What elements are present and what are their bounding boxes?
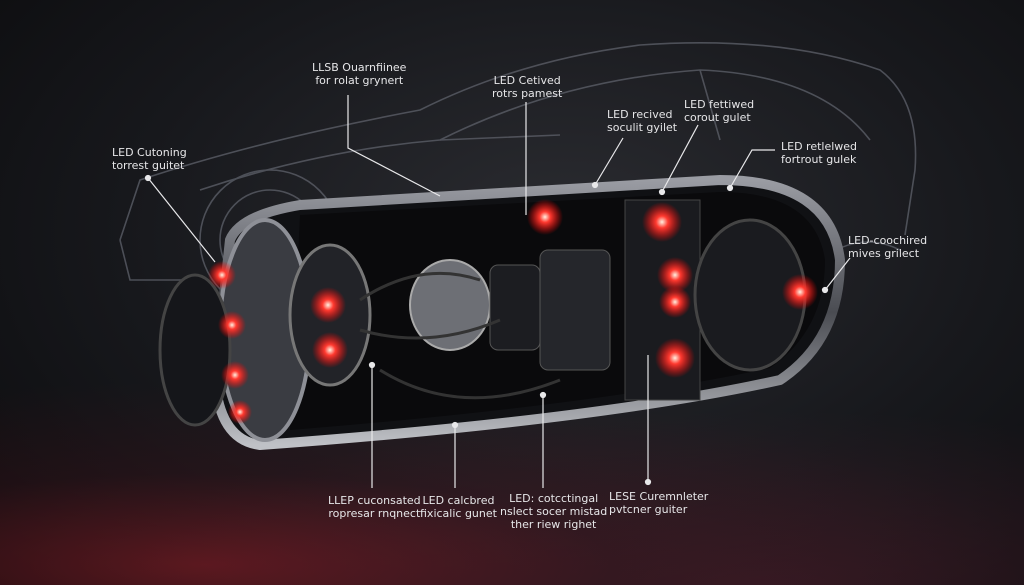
label-line: ther riew righet [510, 518, 597, 531]
label-line: fixicalic gunet [420, 507, 497, 520]
label-line: LESE Curemnleter [609, 490, 709, 503]
label-line: LLSB Ouarnfiinee [312, 61, 407, 74]
label-line: for rolat grynert [315, 74, 404, 87]
red-led-lights [208, 199, 818, 424]
label-line: rotrs pamest [492, 87, 563, 100]
label-line: mives grilect [848, 247, 920, 260]
car-outline [119, 42, 917, 311]
label-line: LED recived [607, 108, 673, 121]
label-line: LED Cutoning [112, 146, 187, 159]
leader-lines [144, 95, 851, 488]
label-line: LED fettiwed [684, 98, 755, 111]
label-line: nslect socer mistad [500, 505, 608, 518]
label-line: LED: cotcctingal [509, 492, 599, 505]
label-line: fortrout gulek [781, 153, 857, 166]
label-line: LED calcbred [422, 494, 495, 507]
label-line: LED retlelwed [781, 140, 858, 153]
label-line: LLEP cuconsated [328, 494, 421, 507]
label-line: soculit gyilet [607, 121, 678, 134]
label-line: pvtcner guiter [609, 503, 688, 516]
label-line: LED Cetived [493, 74, 561, 87]
label-line: LED-coochired [848, 234, 928, 247]
internal-components [158, 199, 807, 442]
label-line: torrest guitet [112, 159, 185, 172]
label-line: corout gulet [684, 111, 751, 124]
label-line: ropresar rnqnect [328, 507, 421, 520]
